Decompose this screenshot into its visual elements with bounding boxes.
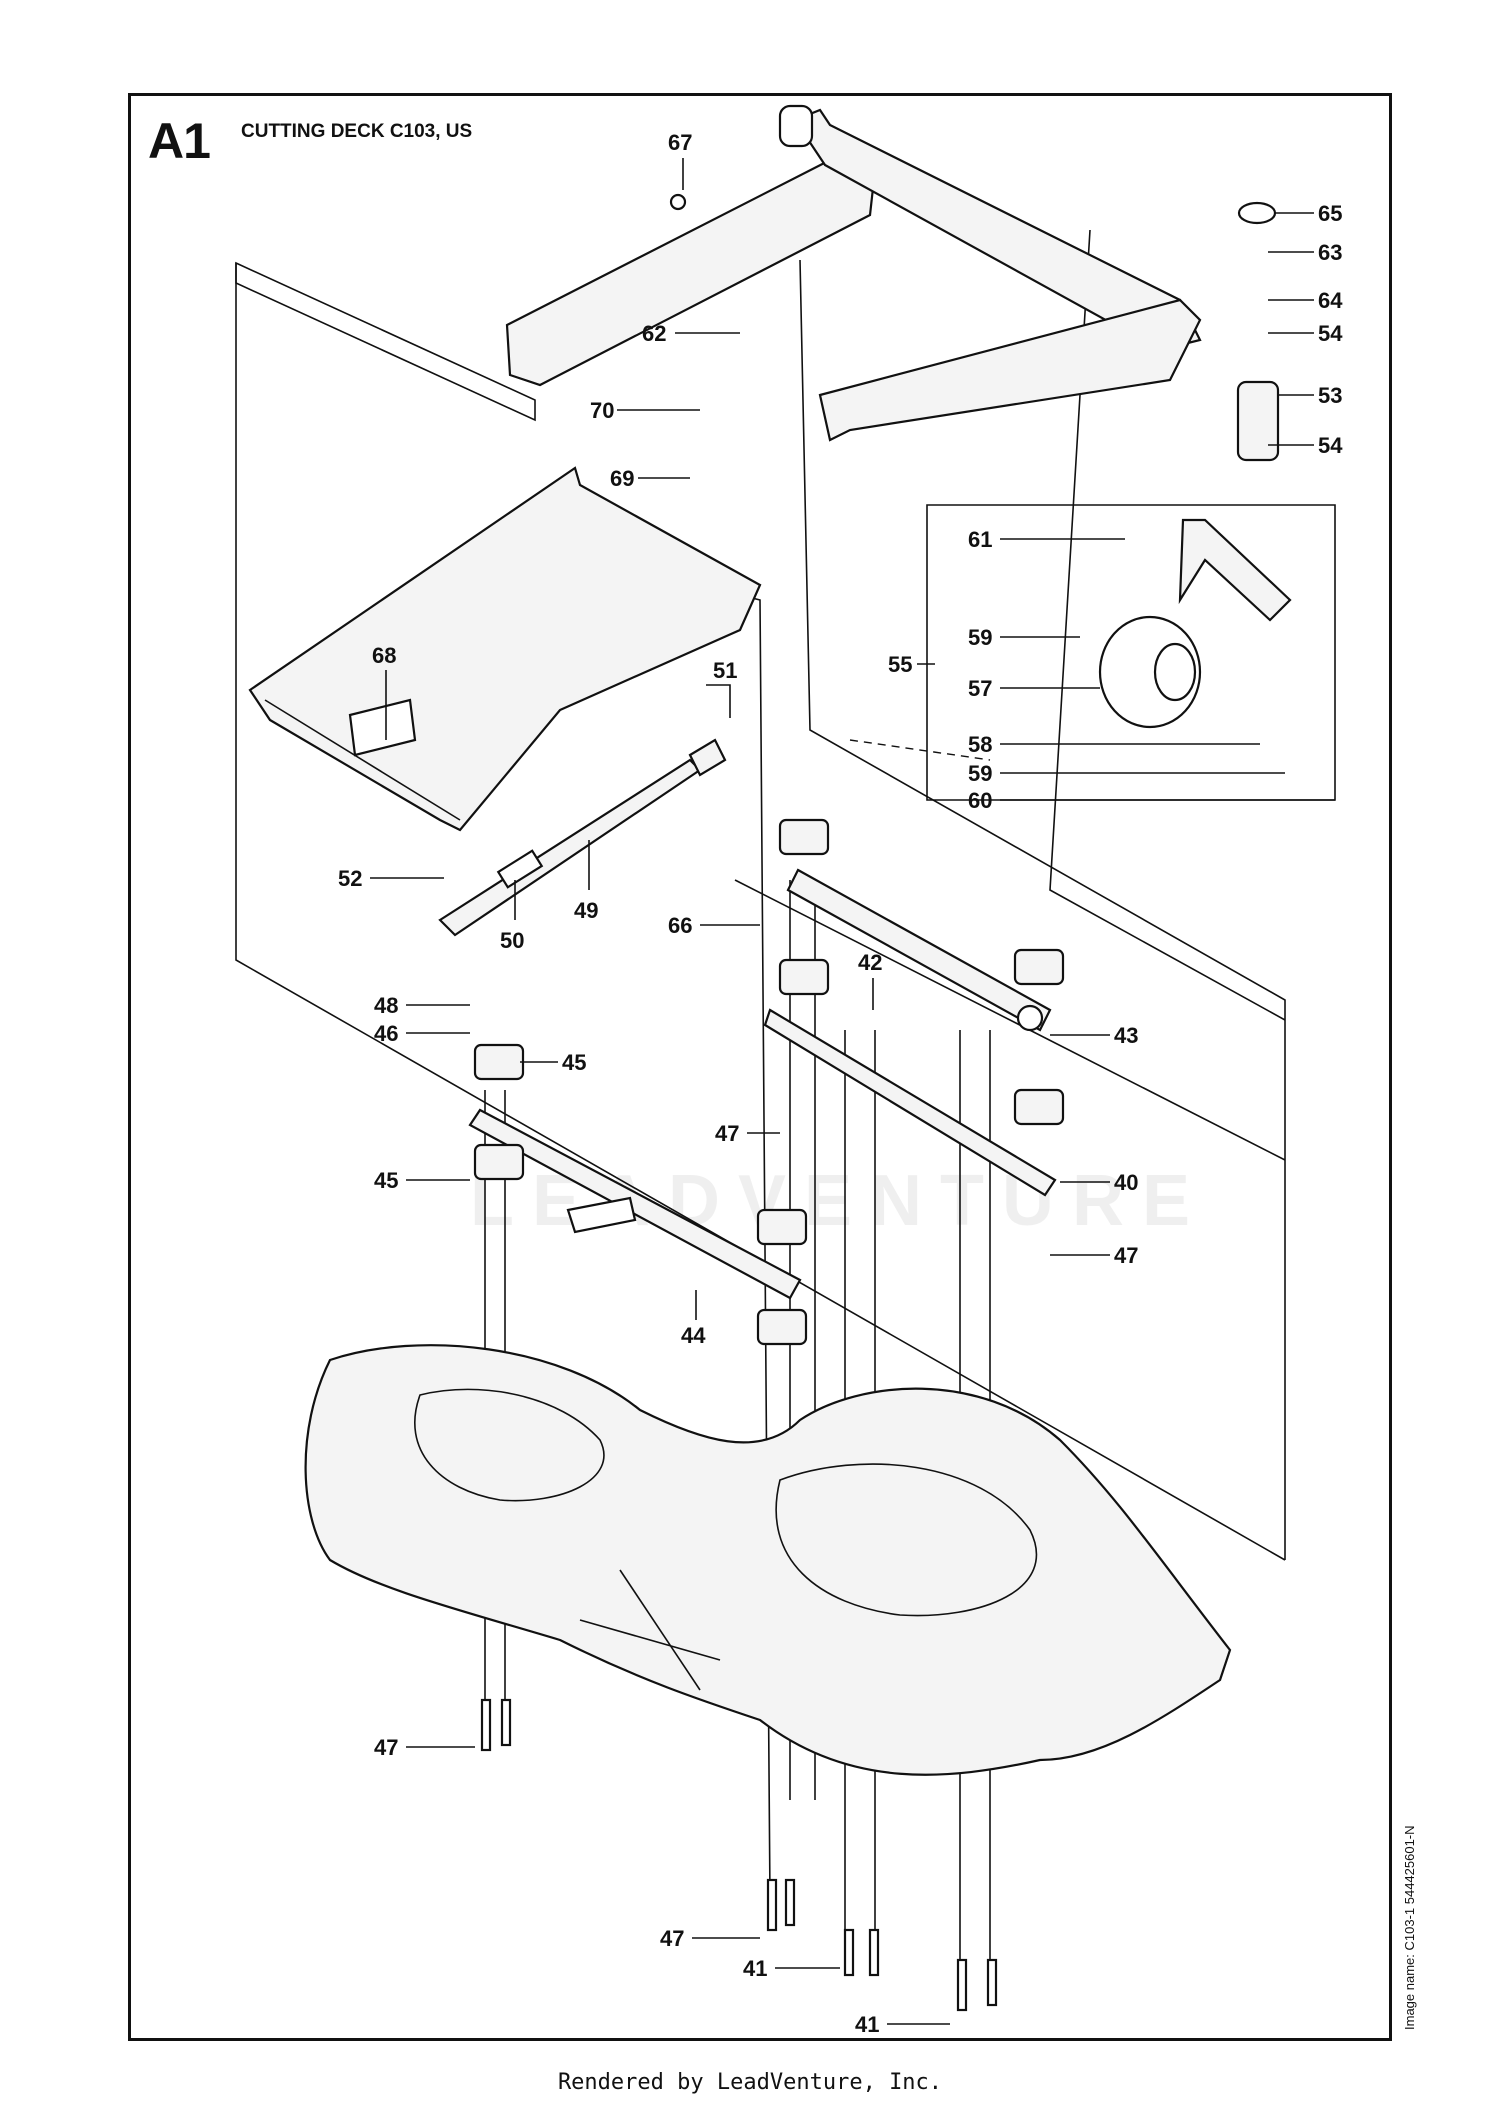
- callout-42: 42: [858, 950, 882, 975]
- callout-70: 70: [590, 398, 614, 423]
- image-name: Image name: C103-1 544425601-N: [1402, 1825, 1417, 2030]
- callout-64: 64: [1318, 288, 1343, 313]
- callout-61: 61: [968, 527, 992, 552]
- section-title: CUTTING DECK C103, US: [241, 121, 473, 142]
- diagram-frame: [128, 93, 1392, 2041]
- callout-45-upper: 45: [562, 1050, 586, 1075]
- callout-41-lower: 41: [855, 2012, 879, 2037]
- callout-47-bottom: 47: [660, 1926, 684, 1951]
- callout-50: 50: [500, 928, 524, 953]
- callout-58: 58: [968, 732, 992, 757]
- callout-69: 69: [610, 466, 634, 491]
- callout-63: 63: [1318, 240, 1342, 265]
- front-axle: [468, 1108, 802, 1300]
- callout-43: 43: [1114, 1023, 1138, 1048]
- callout-47-left: 47: [374, 1735, 398, 1760]
- callout-59-upper: 59: [968, 625, 992, 650]
- callout-52: 52: [338, 866, 362, 891]
- callout-66: 66: [668, 913, 692, 938]
- lift-bracket: [248, 466, 762, 832]
- callout-60: 60: [968, 788, 992, 813]
- section-code: A1: [148, 113, 211, 169]
- callout-49: 49: [574, 898, 598, 923]
- rear-axle: [763, 868, 1057, 1197]
- callout-47-right: 47: [1114, 1243, 1138, 1268]
- lift-arm-frame: [505, 104, 1202, 442]
- callout-55: 55: [888, 652, 912, 677]
- callout-labels: 67 65 63 64 54 53 54 62 70 69 61 59 55 5…: [338, 130, 1343, 2037]
- callout-59-lower: 59: [968, 761, 992, 786]
- callout-45-lower: 45: [374, 1168, 398, 1193]
- callout-44: 44: [681, 1323, 706, 1348]
- callout-51: 51: [713, 658, 737, 683]
- callout-57: 57: [968, 676, 992, 701]
- callout-53: 53: [1318, 383, 1342, 408]
- callout-65: 65: [1318, 201, 1342, 226]
- callout-68: 68: [372, 643, 396, 668]
- callout-48: 48: [374, 993, 398, 1018]
- callout-54-upper: 54: [1318, 321, 1343, 346]
- callout-67: 67: [668, 130, 692, 155]
- callout-40: 40: [1114, 1170, 1138, 1195]
- callout-47-mid: 47: [715, 1121, 739, 1146]
- bolts: [480, 1698, 998, 2012]
- linkage-rod: [438, 738, 727, 937]
- callout-41-upper: 41: [743, 1956, 767, 1981]
- leader-lines: [370, 158, 1335, 2025]
- callout-54-lower: 54: [1318, 433, 1343, 458]
- cutting-deck: [304, 1344, 1232, 1776]
- footer-credit: Rendered by LeadVenture, Inc.: [557, 2070, 943, 2095]
- callout-62: 62: [642, 321, 666, 346]
- callout-46: 46: [374, 1021, 398, 1046]
